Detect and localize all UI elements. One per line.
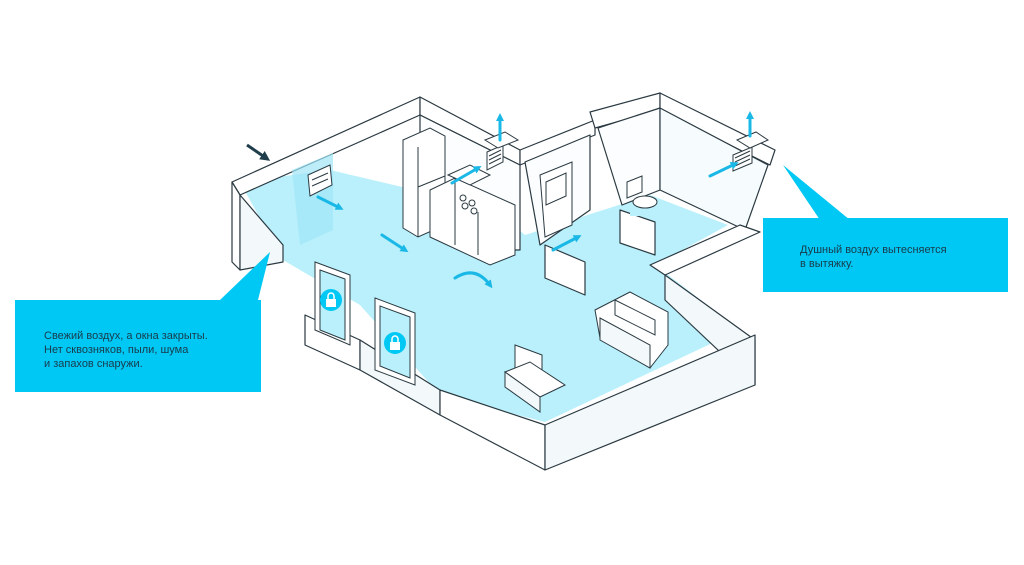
- callout-stale-air: Душный воздух вытесняется в вытяжку.: [800, 243, 1000, 271]
- ventilation-unit: [307, 164, 333, 197]
- arrow-icon: [380, 233, 409, 253]
- lock-icon: [320, 289, 342, 311]
- interior-door: [539, 161, 573, 238]
- arrow-icon: [453, 271, 493, 289]
- sofa: [594, 291, 669, 369]
- callout-line: в вытяжку.: [800, 258, 854, 270]
- callout-line: Нет сквозняков, пыли, шума: [44, 344, 189, 356]
- airflow-arrows: [316, 111, 754, 289]
- callout-line: Душный воздух вытесняется: [800, 244, 947, 256]
- arrow-icon: [551, 235, 582, 252]
- arrow-icon: [708, 162, 739, 178]
- tv-stand: [503, 344, 567, 413]
- callout-line: и запахов снаружи.: [44, 358, 143, 370]
- callout-fresh-air-box: [15, 252, 270, 392]
- callout-fresh-air: Свежий воздух, а окна закрыты. Нет сквоз…: [44, 329, 254, 371]
- lock-icon: [384, 332, 406, 354]
- callout-line: Свежий воздух, а окна закрыты.: [44, 330, 208, 342]
- toilet: [626, 175, 658, 216]
- arrow-icon: [450, 166, 482, 185]
- callout-stale-air-box: [763, 165, 1008, 292]
- apartment-floor: [240, 170, 740, 422]
- intake-arrow-icon: [246, 143, 271, 161]
- arrow-icon: [316, 195, 344, 210]
